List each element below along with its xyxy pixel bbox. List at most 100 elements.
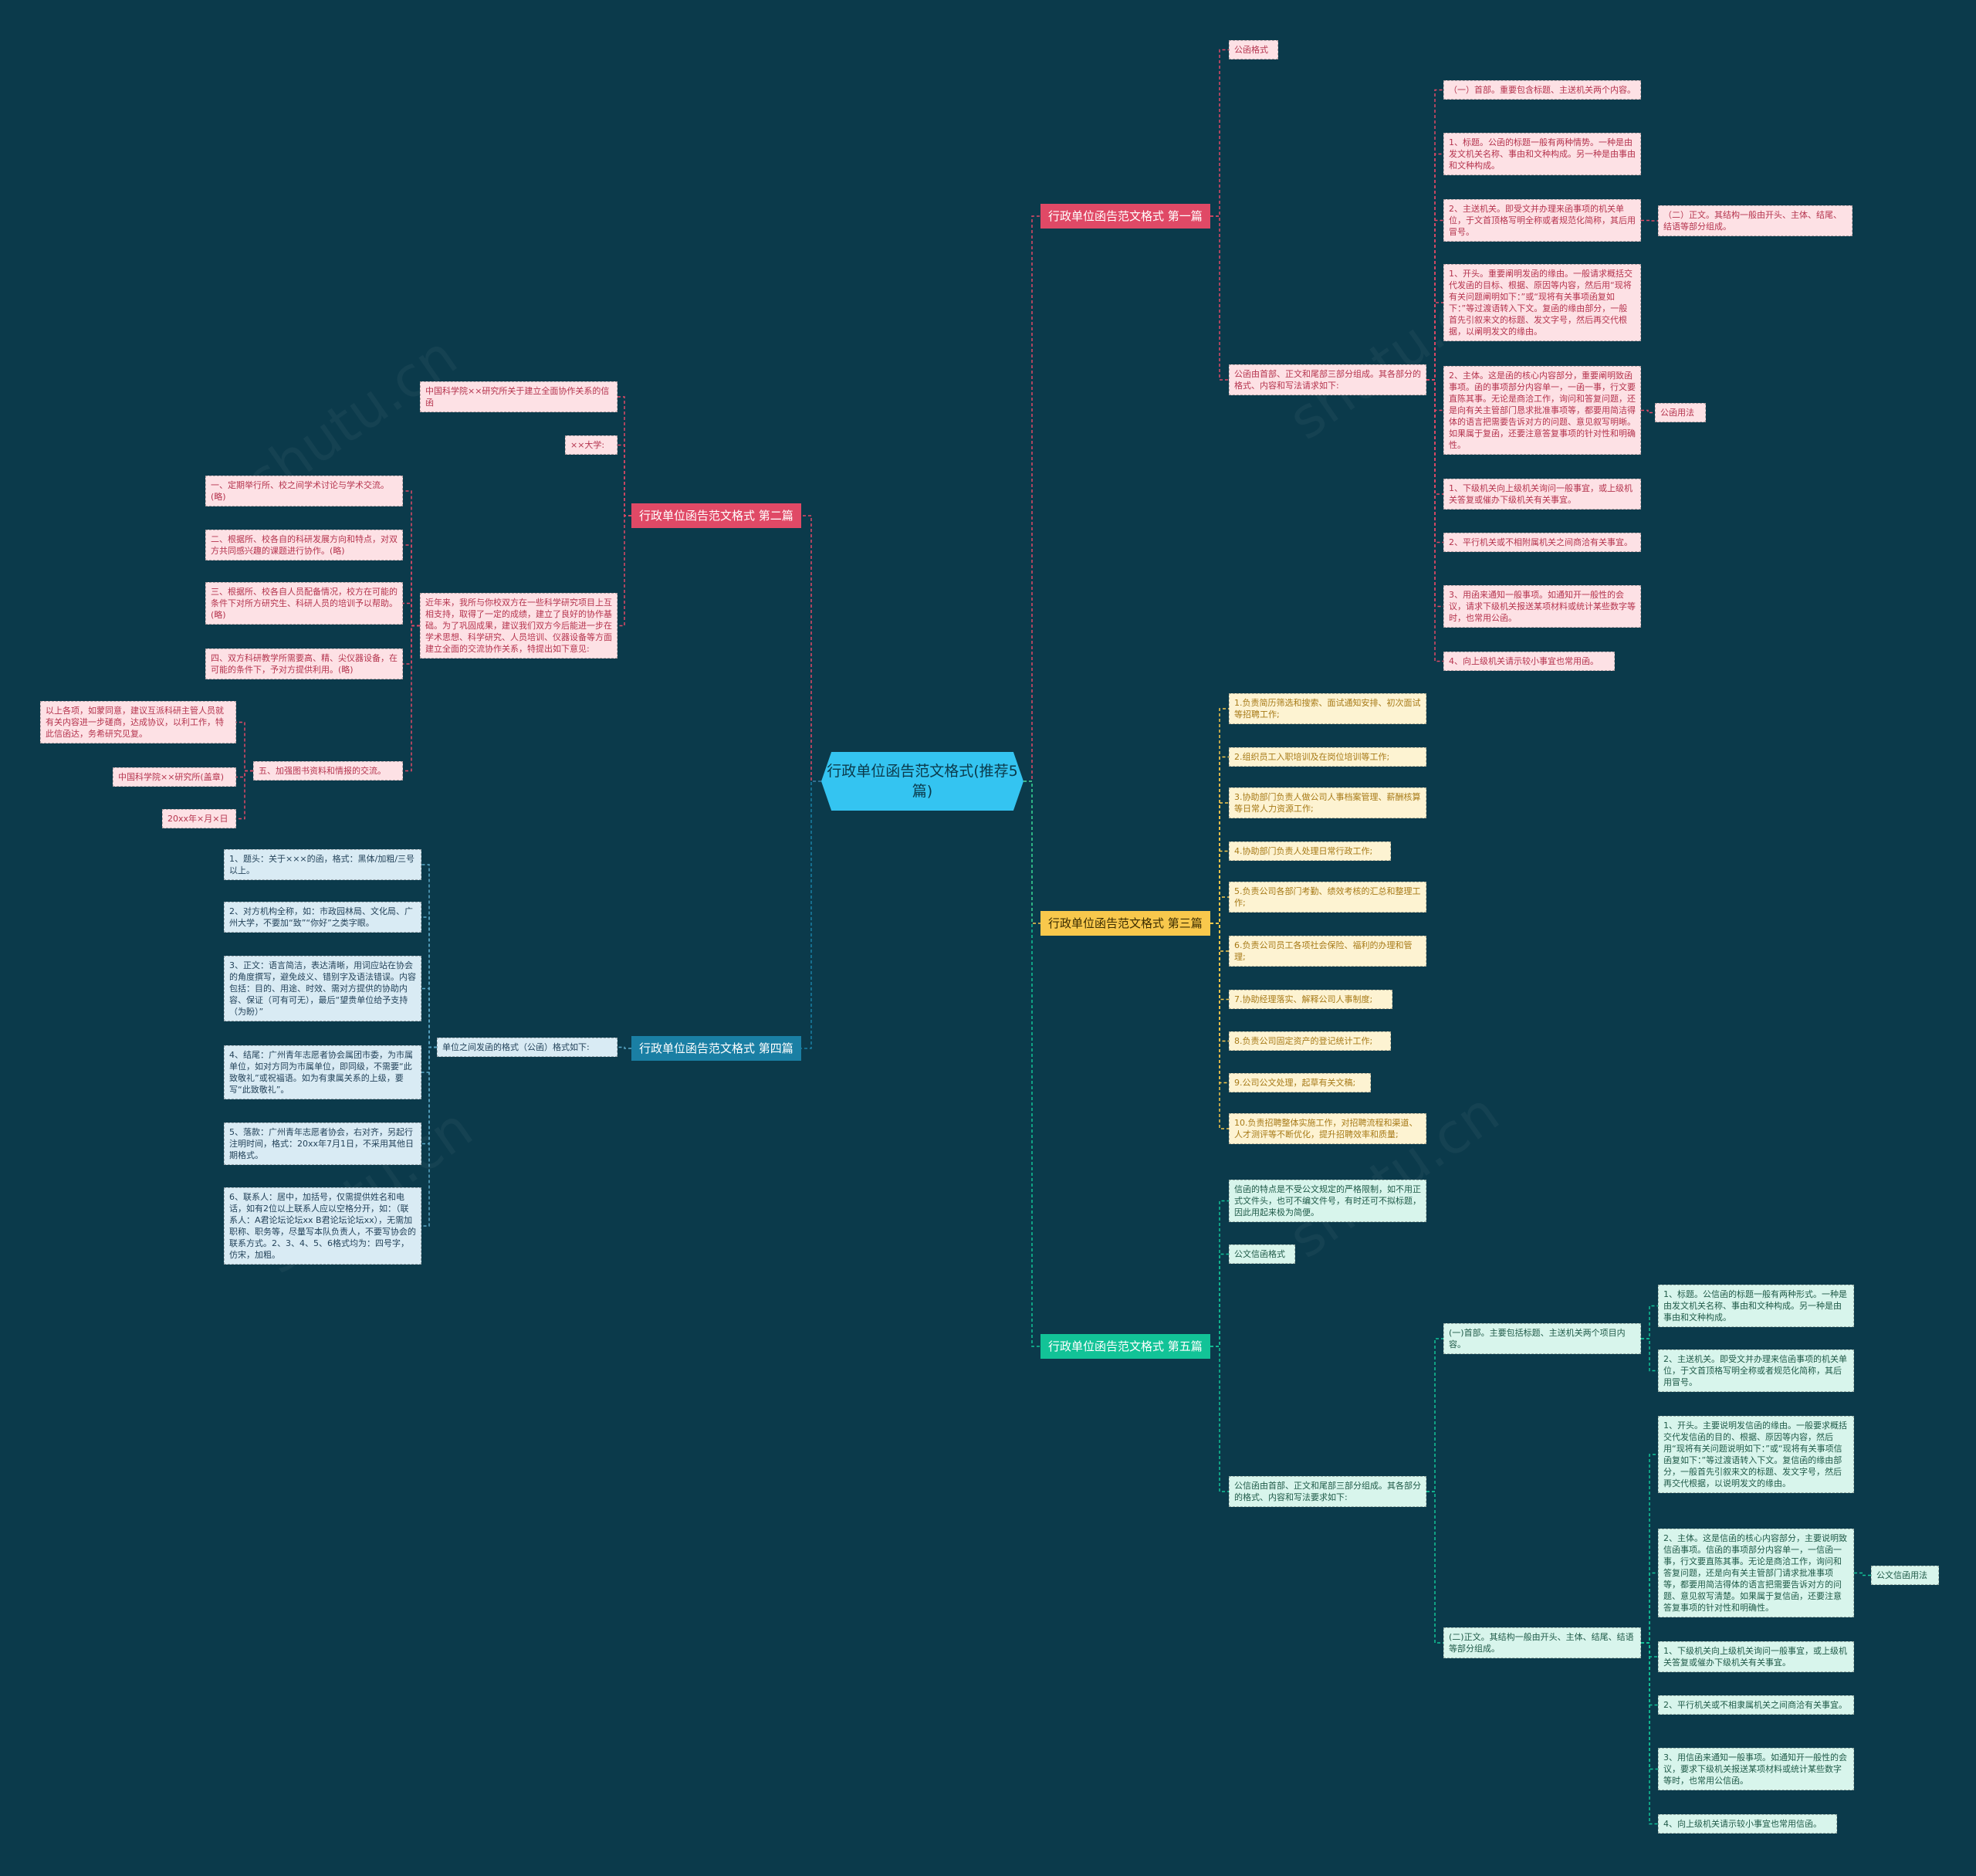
b3-duty-3[interactable]: 3.协助部门负责人做公司人事档案管理、薪酬核算等日常人力资源工作; — [1229, 787, 1426, 818]
b1-usage-2[interactable]: 2、平行机关或不相附属机关之间商洽有关事宜。 — [1443, 533, 1641, 552]
connector-line — [421, 987, 437, 1048]
b1-head[interactable]: （一）首部。重要包含标题、主送机关两个内容。 — [1443, 80, 1641, 100]
branch-1[interactable]: 行政单位函告范文格式 第一篇 — [1040, 204, 1210, 229]
connector-line — [1024, 781, 1040, 1347]
b4-intro[interactable]: 单位之间发函的格式（公函）格式如下: — [437, 1038, 618, 1057]
connector-line — [1641, 1642, 1658, 1658]
b3-duty-1[interactable]: 1.负责简历筛选和搜索、面试通知安排、初次面试等招聘工作; — [1229, 693, 1426, 724]
b5-usage-2[interactable]: 2、平行机关或不相隶属机关之间商洽有关事宜。 — [1658, 1695, 1854, 1715]
b5-usage-4[interactable]: 4、向上级机关请示较小事宜也常用信函。 — [1658, 1814, 1837, 1834]
b2-closing[interactable]: 以上各项，如蒙同意，建议互派科研主管人员就有关内容进一步磋商，达成协议，以利工作… — [40, 701, 236, 743]
b5-title[interactable]: 1、标题。公信函的标题一般有两种形式。一种是由发文机关名称、事由和文种构成。另一… — [1658, 1285, 1854, 1327]
b1-opening[interactable]: 1、开头。重要阐明发函的缘由。一般请求概括交代发函的目标、根据、原因等内容，然后… — [1443, 264, 1641, 341]
connector-line — [1024, 215, 1040, 782]
branch-4[interactable]: 行政单位函告范文格式 第四篇 — [631, 1036, 801, 1061]
b2-point-4[interactable]: 四、双方科研教学所需要高、精、尖仪器设备，在可能的条件下，予对方提供利用。(略) — [205, 648, 403, 679]
b2-point-2[interactable]: 二、根据所、校各自的科研发展方向和特点，对双方共同感兴趣的课题进行协作。(略) — [205, 530, 403, 560]
b3-duty-9[interactable]: 9.公司公文处理，起草有关文稿; — [1229, 1073, 1371, 1092]
connector-line — [1426, 1338, 1443, 1492]
connector-line — [618, 515, 631, 627]
b5-head[interactable]: (一)首部。主要包括标题、主送机关两个项目内容。 — [1443, 1323, 1641, 1354]
connector-line — [1426, 379, 1443, 543]
b1-usage-3[interactable]: 3、用函来通知一般事项。如通知开一般性的会议，请求下级机关报送某项材料或统计某些… — [1443, 585, 1641, 628]
connector-line — [1210, 923, 1229, 1001]
b2-recipient[interactable]: ××大学: — [565, 435, 618, 455]
b1-composition[interactable]: 公函由首部、正文和尾部三部分组成。其各部分的格式、内容和写法请求如下: — [1229, 364, 1426, 395]
b5-body-intro[interactable]: (二)正文。其结构一般由开头、主体、结尾、结语等部分组成。 — [1443, 1627, 1641, 1658]
connector-line — [236, 770, 253, 820]
connector-line — [1426, 219, 1443, 381]
b2-point-3[interactable]: 三、根据所、校各自人员配备情况，校方在可能的条件下对所方研究生、科研人员的培训予… — [205, 582, 403, 625]
b2-signature[interactable]: 中国科学院××研究所(盖章) — [113, 767, 236, 787]
branch-5[interactable]: 行政单位函告范文格式 第五篇 — [1040, 1334, 1210, 1359]
b1-usage-4[interactable]: 4、向上级机关请示较小事宜也常用函。 — [1443, 652, 1615, 671]
connector-line — [618, 444, 631, 516]
b1-recipient[interactable]: 2、主送机关。即受文并办理来函事项的机关单位，于文首顶格写明全称或者规范化简称，… — [1443, 199, 1641, 242]
b1-main[interactable]: 2、主体。这是函的核心内容部分，重要阐明致函事项。函的事项部分内容单一，一函一事… — [1443, 366, 1641, 455]
connector-line — [1210, 923, 1229, 1129]
connector-line — [421, 1046, 437, 1227]
b4-item-1[interactable]: 1、题头：关于×××的函，格式：黑体/加粗/三号以上。 — [224, 849, 421, 880]
b3-duty-4[interactable]: 4.协助部门负责人处理日常行政工作; — [1229, 841, 1391, 861]
connector-line — [1210, 923, 1229, 1042]
b2-point-5[interactable]: 五、加强图书资料和情报的交流。 — [253, 761, 403, 781]
connector-line — [1210, 215, 1229, 381]
branch-3[interactable]: 行政单位函告范文格式 第三篇 — [1040, 911, 1210, 936]
b4-item-4[interactable]: 4、结尾：广州青年志愿者协会属团市委，为市属单位，如对方同为市属单位，即同级，不… — [224, 1045, 421, 1099]
connector-line — [1426, 1491, 1443, 1644]
b5-usage-1[interactable]: 1、下级机关向上级机关询问一般事宜，或上级机关答复或催办下级机关有关事宜。 — [1658, 1641, 1854, 1672]
connector-line — [1641, 1642, 1658, 1825]
b4-item-3[interactable]: 3、正文：语言简洁，表达清晰，用词应站在协会的角度撰写，避免歧义、错别字及语法错… — [224, 956, 421, 1021]
b5-opening[interactable]: 1、开头。主要说明发信函的缘由。一般要求概括交代发信函的目的、根据、原因等内容，… — [1658, 1416, 1854, 1493]
connector-line — [618, 1046, 631, 1049]
connector-line — [1641, 409, 1655, 414]
connector-line — [1210, 49, 1229, 217]
b3-duty-2[interactable]: 2.组织员工入职培训及在岗位培训等工作; — [1229, 747, 1426, 767]
b1-format-label[interactable]: 公函格式 — [1229, 40, 1278, 59]
connector-line — [1641, 1454, 1658, 1644]
b5-usage-label[interactable]: 公文信函用法 — [1871, 1566, 1939, 1585]
connector-line — [1210, 1346, 1229, 1492]
connector-line — [1641, 1338, 1658, 1372]
connector-line — [403, 602, 420, 627]
connector-line — [421, 916, 437, 1048]
b5-recipient[interactable]: 2、主送机关。即受文并办理来信函事项的机关单位，于文首顶格写明全称或者规范化简称… — [1658, 1349, 1854, 1392]
central-topic[interactable]: 行政单位函告范文格式(推荐5篇) — [821, 752, 1024, 811]
connector-line — [1641, 1572, 1658, 1644]
b3-duty-6[interactable]: 6.负责公司员工各项社会保险、福利的办理和管理; — [1229, 936, 1426, 967]
b2-letter-intro[interactable]: 近年来，我所与你校双方在一些科学研究项目上互相支持，取得了一定的成绩，建立了良好… — [420, 593, 618, 659]
connector-line — [1210, 896, 1229, 924]
b2-point-1[interactable]: 一、定期举行所、校之间学术讨论与学术交流。(略) — [205, 476, 403, 506]
b3-duty-5[interactable]: 5.负责公司各部门考勤、绩效考核的汇总和整理工作; — [1229, 882, 1426, 913]
connector-line — [403, 625, 420, 772]
b5-feature[interactable]: 信函的特点是不受公文规定的严格限制，如不用正式文件头，也可不编文件号，有时还可不… — [1229, 1180, 1426, 1222]
branch-2[interactable]: 行政单位函告范文格式 第二篇 — [631, 503, 801, 528]
connector-line — [1641, 1305, 1658, 1339]
connector-line — [1426, 379, 1443, 662]
connector-line — [403, 544, 420, 627]
b4-item-5[interactable]: 5、落款：广州青年志愿者协会，右对齐，另起行注明时间，格式：20xx年7月1日，… — [224, 1123, 421, 1165]
b4-item-2[interactable]: 2、对方机构全称，如：市政园林局、文化局、广州大学，不要加“致”“你好”之类字眼… — [224, 902, 421, 933]
b1-usage-label[interactable]: 公函用法 — [1655, 403, 1706, 422]
b2-letter-title[interactable]: 中国科学院××研究所关于建立全面协作关系的信函 — [420, 381, 618, 412]
connector-line — [236, 721, 253, 772]
b5-composition[interactable]: 公信函由首部、正文和尾部三部分组成。其各部分的格式、内容和写法要求如下: — [1229, 1476, 1426, 1507]
connector-line — [1641, 219, 1658, 222]
b1-usage-1[interactable]: 1、下级机关向上级机关询问一般事宜，或上级机关答复或催办下级机关有关事宜。 — [1443, 479, 1641, 510]
b5-main[interactable]: 2、主体。这是信函的核心内容部分，主要说明致信函事项。信函的事项部分内容单一，一… — [1658, 1529, 1854, 1617]
b3-duty-7[interactable]: 7.协助经理落实、解释公司人事制度; — [1229, 990, 1392, 1009]
b3-duty-8[interactable]: 8.负责公司固定资产的登记统计工作; — [1229, 1031, 1391, 1051]
connector-line — [1210, 850, 1229, 924]
connector-line — [1854, 1572, 1871, 1576]
b5-format-label[interactable]: 公文信函格式 — [1229, 1244, 1295, 1264]
b4-item-6[interactable]: 6、联系人：居中，加括号，仅需提供姓名和电话，如有2位以上联系人应以空格分开，如… — [224, 1187, 421, 1265]
b1-title[interactable]: 1、标题。公函的标题一般有两种情势。一种是由发文机关名称、事由和文种构成。另一种… — [1443, 133, 1641, 175]
b5-usage-3[interactable]: 3、用信函来通知一般事项。如通知开一般性的会议，要求下级机关报送某项材料或统计某… — [1658, 1748, 1854, 1790]
b3-duty-10[interactable]: 10.负责招聘整体实施工作，对招聘流程和渠道、人才测评等不断优化，提升招聘效率和… — [1229, 1113, 1426, 1144]
connector-line — [801, 515, 821, 782]
connector-line — [801, 781, 821, 1049]
b2-date[interactable]: 20xx年×月×日 — [162, 809, 236, 828]
connector-line — [1210, 1253, 1229, 1347]
b1-body-intro[interactable]: （二）正文。其结构一般由开头、主体、结尾、结语等部分组成。 — [1658, 205, 1852, 236]
